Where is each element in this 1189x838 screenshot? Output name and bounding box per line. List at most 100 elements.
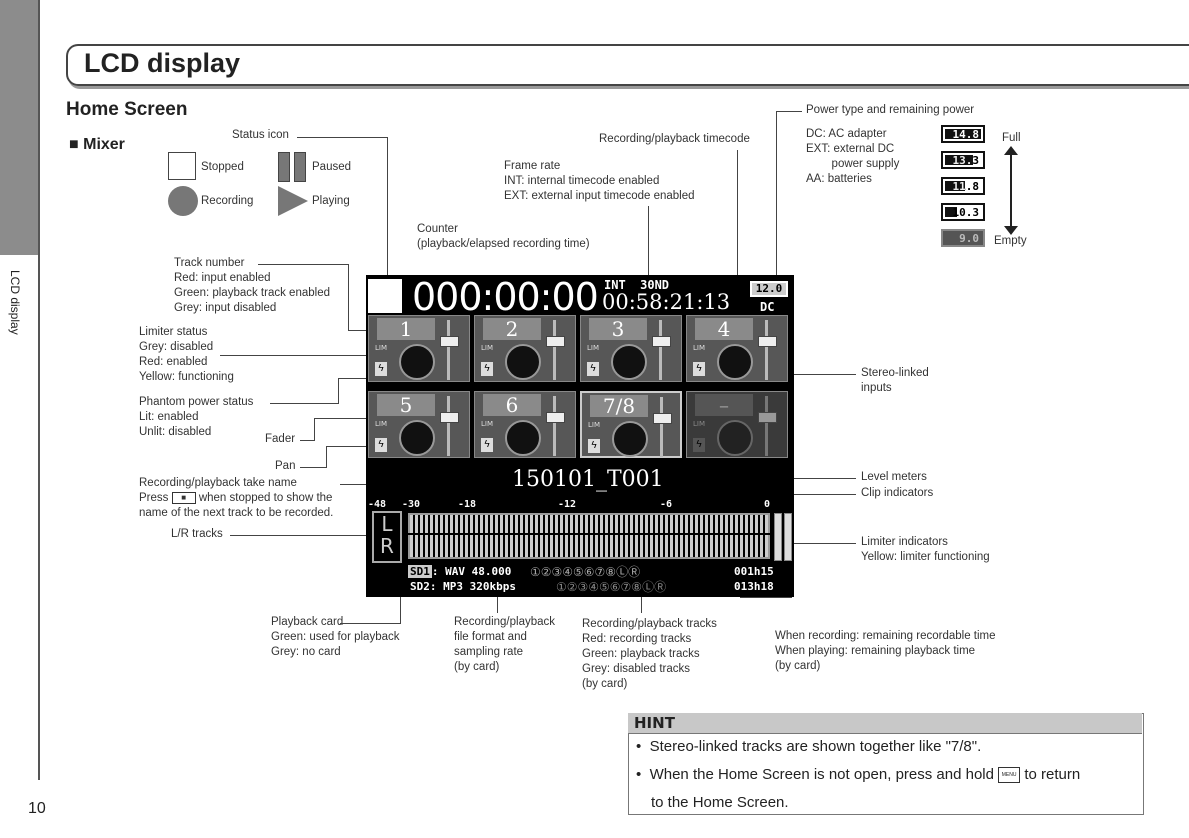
power-type: DC xyxy=(760,300,775,314)
playing-icon xyxy=(278,186,308,216)
take-name-note: Recording/playback take name xyxy=(139,477,297,489)
hint-line2-pre: When the Home Screen is not open, press … xyxy=(649,766,994,783)
take-press-pre: Press xyxy=(139,492,169,504)
phantom-icon: ϟ xyxy=(375,438,387,452)
hint-line2: • When the Home Screen is not open, pres… xyxy=(636,766,1081,784)
counter-note: Counter (playback/elapsed recording time… xyxy=(417,223,590,250)
file-format-note: Recording/playback file format and sampl… xyxy=(454,616,556,673)
phantom-icon: ϟ xyxy=(693,362,705,376)
timecode-note: Recording/playback timecode xyxy=(599,133,750,145)
scale-label: -12 xyxy=(558,499,577,510)
battery-value: 9.0 xyxy=(959,232,979,245)
take-name-press: Press ■ when stopped to show the xyxy=(139,491,332,506)
battery-value: 11.8 xyxy=(952,180,980,193)
pan-knob xyxy=(505,344,541,380)
battery-icon: 9.0 xyxy=(941,229,985,247)
limiter-status: LIM xyxy=(693,344,706,352)
track-number: 4 xyxy=(695,318,753,340)
stereo-linked-note: Stereo-linked inputs xyxy=(861,367,929,394)
fader-track xyxy=(553,320,556,380)
limiter-status: LIM xyxy=(375,420,388,428)
take-name-display: 150101_T001 xyxy=(512,467,664,492)
clip-note: Clip indicators xyxy=(861,487,934,499)
fader-cap xyxy=(546,412,565,423)
lr-track-box: L R xyxy=(372,511,402,563)
recording-icon xyxy=(168,186,198,216)
pan-knob xyxy=(611,344,647,380)
power-note: Power type and remaining power xyxy=(806,104,975,116)
fader-note: Fader xyxy=(265,433,296,445)
level-arrow xyxy=(1010,150,1012,230)
fader-cap xyxy=(758,336,777,347)
limiter-indicator xyxy=(784,513,792,561)
frame-rate-note: Frame rate INT: internal timecode enable… xyxy=(504,160,695,202)
level-meters-note: Level meters xyxy=(861,471,927,483)
scale-label: -48 xyxy=(368,499,387,510)
menu-key-icon: MENU xyxy=(998,767,1021,784)
arrow-up-icon xyxy=(1004,146,1018,155)
fader-track xyxy=(765,320,768,380)
rec-tracks-note: Recording/playback tracks Red: recording… xyxy=(582,618,717,690)
arrow-down-icon xyxy=(1004,226,1018,235)
hint-line1-text: Stereo-linked tracks are shown together … xyxy=(649,738,982,755)
track-number-note: Track number Red: input enabled Green: p… xyxy=(174,257,330,314)
status-icon-label: Status icon xyxy=(232,129,289,141)
battery-value: 10.3 xyxy=(952,206,980,219)
limiter-status: LIM xyxy=(693,420,706,428)
track-number: 7/8 xyxy=(590,395,648,417)
phantom-icon: ϟ xyxy=(481,438,493,452)
phantom-icon: ϟ xyxy=(375,362,387,376)
power-types-note: DC: AC adapter EXT: external DC power su… xyxy=(806,128,900,185)
stop-key-icon: ■ xyxy=(171,491,196,504)
pan-knob xyxy=(717,420,753,456)
track-number: 2 xyxy=(483,318,541,340)
phantom-icon: ϟ xyxy=(587,362,599,376)
scale-label: 0 xyxy=(764,499,771,510)
sd2-format: : MP3 320kbps xyxy=(429,580,516,593)
timecode-display: 00:58:21:13 xyxy=(602,290,731,314)
phantom-icon: ϟ xyxy=(588,439,600,453)
battery-icon: 14.8 xyxy=(941,125,985,143)
fader-track xyxy=(447,396,450,456)
lr-tracks-note: L/R tracks xyxy=(171,528,223,540)
stopped-label: Stopped xyxy=(201,161,244,173)
battery-levels: 14.8 13.3 11.8 10.3 9.0 xyxy=(939,123,989,254)
playback-card-note: Playback card Green: used for playback G… xyxy=(271,616,400,658)
phantom-icon: ϟ xyxy=(693,438,705,452)
fader-track xyxy=(447,320,450,380)
track-number: 1 xyxy=(377,318,435,340)
phantom-note: Phantom power status Lit: enabled Unlit:… xyxy=(139,396,254,438)
fader-track xyxy=(659,320,662,380)
sd2-time: 013h18 xyxy=(734,580,774,593)
lr-l: L xyxy=(381,512,393,536)
pan-knob xyxy=(399,420,435,456)
sd2-tracks: ①②③④⑤⑥⑦⑧ⓁⓇ xyxy=(556,580,667,594)
pan-knob xyxy=(717,344,753,380)
playing-label: Playing xyxy=(312,195,350,207)
page-title: LCD display xyxy=(84,48,241,78)
battery-icon: 11.8 xyxy=(941,177,985,195)
phantom-icon: ϟ xyxy=(481,362,493,376)
track-number: – xyxy=(695,394,753,416)
hint-header xyxy=(628,713,1142,734)
hint-line3: to the Home Screen. xyxy=(651,794,789,811)
lcd-screen: 000:00:00 INT 30ND 00:58:21:13 12.0 DC 1… xyxy=(366,275,794,597)
limiter-status: LIM xyxy=(481,344,494,352)
title-frame xyxy=(66,44,1189,86)
fader-cap xyxy=(653,413,672,424)
power-indicator: 12.0 xyxy=(750,281,788,297)
scale-label: -30 xyxy=(402,499,421,510)
section-title: Home Screen xyxy=(66,99,188,120)
hint-title: HINT xyxy=(634,714,675,732)
sd1-time: 001h15 xyxy=(734,565,774,578)
level-meters xyxy=(408,513,770,559)
fader-cap xyxy=(440,412,459,423)
fader-track xyxy=(553,396,556,456)
clip-indicator xyxy=(774,513,782,561)
battery-icon: 10.3 xyxy=(941,203,985,221)
